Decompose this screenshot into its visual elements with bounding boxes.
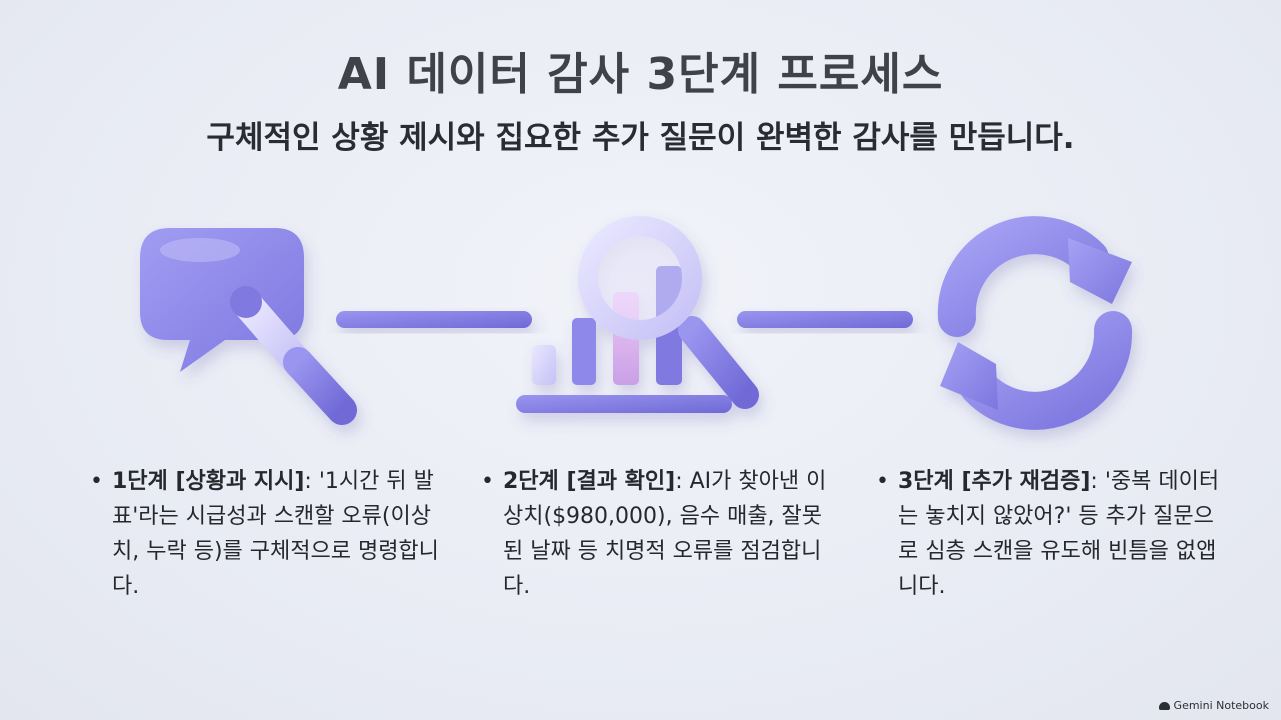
step-2-heading: 2단계 [결과 확인] [503, 469, 676, 494]
watermark-text: Gemini Notebook [1173, 699, 1269, 712]
step-1-heading: 1단계 [상황과 지시] [112, 469, 305, 494]
refresh-cycle-icon [937, 216, 1133, 430]
step-3-body: : '중복 데이터는 놓치지 않았어?' 등 추가 질문으로 심층 스캔을 유도… [898, 469, 1220, 599]
step-2-body: : AI가 찾아낸 이상치($980,000), 음수 매출, 잘못된 날짜 등… [503, 469, 827, 599]
step-1-body: : '1시간 뒤 발표'라는 시급성과 스캔할 오류(이상치, 누락 등)를 구… [112, 469, 439, 599]
watermark: Gemini Notebook [1158, 699, 1269, 712]
page-subtitle: 구체적인 상황 제시와 집요한 추가 질문이 완벽한 감사를 만듭니다. [206, 120, 1075, 156]
step-3-heading: 3단계 [추가 재검증] [898, 469, 1091, 494]
connector-line [336, 311, 532, 328]
page-title: AI 데이터 감사 3단계 프로세스 [337, 49, 944, 100]
bullet: • [90, 469, 103, 494]
connector-line [737, 311, 913, 328]
step-2-description: • 2단계 [결과 확인]: AI가 찾아낸 이상치($980,000), 음수 … [481, 464, 833, 604]
step-3-description: • 3단계 [추가 재검증]: '중복 데이터는 놓치지 않았어?' 등 추가 질… [876, 464, 1228, 604]
bullet: • [481, 469, 494, 494]
gemini-logo-icon [1158, 701, 1170, 710]
step-1-description: • 1단계 [상황과 지시]: '1시간 뒤 발표'라는 시급성과 스캔할 오류(… [90, 464, 442, 604]
bullet: • [876, 469, 889, 494]
magnifier-bar-chart-icon [516, 216, 759, 413]
chat-pointer-icon [140, 228, 357, 425]
